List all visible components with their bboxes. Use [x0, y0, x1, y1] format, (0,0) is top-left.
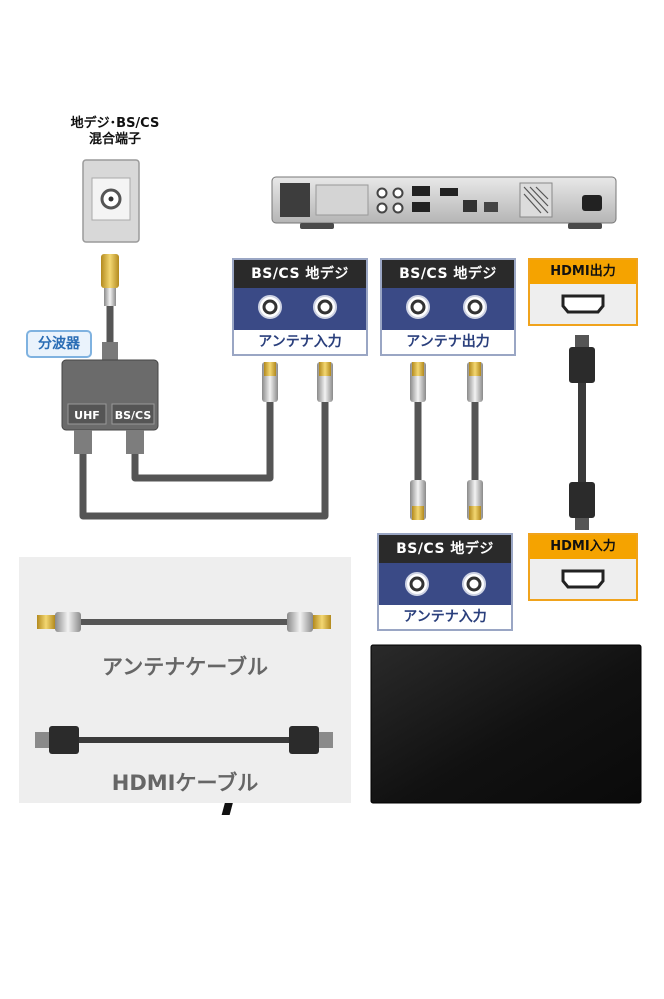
tv-antenna-in-header: BS/CS 地デジ — [379, 535, 511, 563]
recorder-antenna-in-footer: アンテナ入力 — [258, 334, 342, 350]
splitter-port-uhf: UHF — [74, 409, 100, 422]
recorder-antenna-out-header: BS/CS 地デジ — [382, 260, 514, 288]
cable-legend: アンテナケーブル HDMIケーブル — [19, 557, 351, 803]
splitter-label: 分波器 — [26, 330, 92, 358]
wall-outlet — [82, 159, 140, 243]
tv-hdmi-in-port — [530, 559, 636, 599]
recorder-antenna-in-band — [234, 288, 366, 330]
hdmi-port-icon — [561, 294, 605, 314]
tv-antenna-in-panel: BS/CS 地デジ アンテナ入力 — [377, 533, 513, 631]
antenna-cables-recorder-to-tv — [410, 362, 483, 520]
recorder-antenna-in-panel: BS/CS 地デジ アンテナ入力 — [232, 258, 368, 356]
recorder-hdmi-out-header: HDMI出力 — [530, 260, 636, 284]
splitter-box — [61, 359, 159, 454]
legend-cable-icons — [35, 612, 333, 754]
hdmi-cable-icon — [35, 726, 333, 754]
tv-antenna-in-band — [379, 563, 511, 605]
tv-hdmi-in-panel: HDMI入力 — [528, 533, 638, 601]
hdmi-cable — [569, 335, 595, 530]
recorder-antenna-out-panel: BS/CS 地デジ アンテナ出力 — [380, 258, 516, 356]
hdmi-port-icon — [561, 569, 605, 589]
recorder-antenna-out-footer: アンテナ出力 — [406, 334, 490, 350]
recorder-hdmi-out-panel: HDMI出力 — [528, 258, 638, 326]
wall-outlet-label-line1: 地デジ･BS/CS — [70, 116, 160, 131]
recorder-hdmi-out-port — [530, 284, 636, 324]
antenna-cable-wall-to-splitter — [101, 254, 119, 362]
recorder-antenna-out-band — [382, 288, 514, 330]
antenna-cable-icon — [37, 612, 331, 632]
blu-ray-recorder-rear — [271, 176, 617, 229]
splitter-port-bscs: BS/CS — [115, 409, 152, 422]
wall-outlet-label-line2: 混合端子 — [88, 132, 141, 147]
antenna-cables-splitter-to-recorder — [79, 402, 329, 520]
tv-antenna-in-ports — [405, 572, 486, 596]
tv-hdmi-in-header: HDMI入力 — [530, 535, 636, 559]
legend-antenna-cable-label: アンテナケーブル — [102, 655, 268, 679]
legend-hdmi-cable-label: HDMIケーブル — [111, 771, 259, 795]
recorder-antenna-in-header: BS/CS 地デジ — [234, 260, 366, 288]
wall-outlet-label: 地デジ･BS/CS 混合端子 — [40, 116, 190, 148]
tv-antenna-in-footer: アンテナ入力 — [403, 609, 487, 625]
antenna-plugs-recorder-in — [262, 362, 333, 402]
